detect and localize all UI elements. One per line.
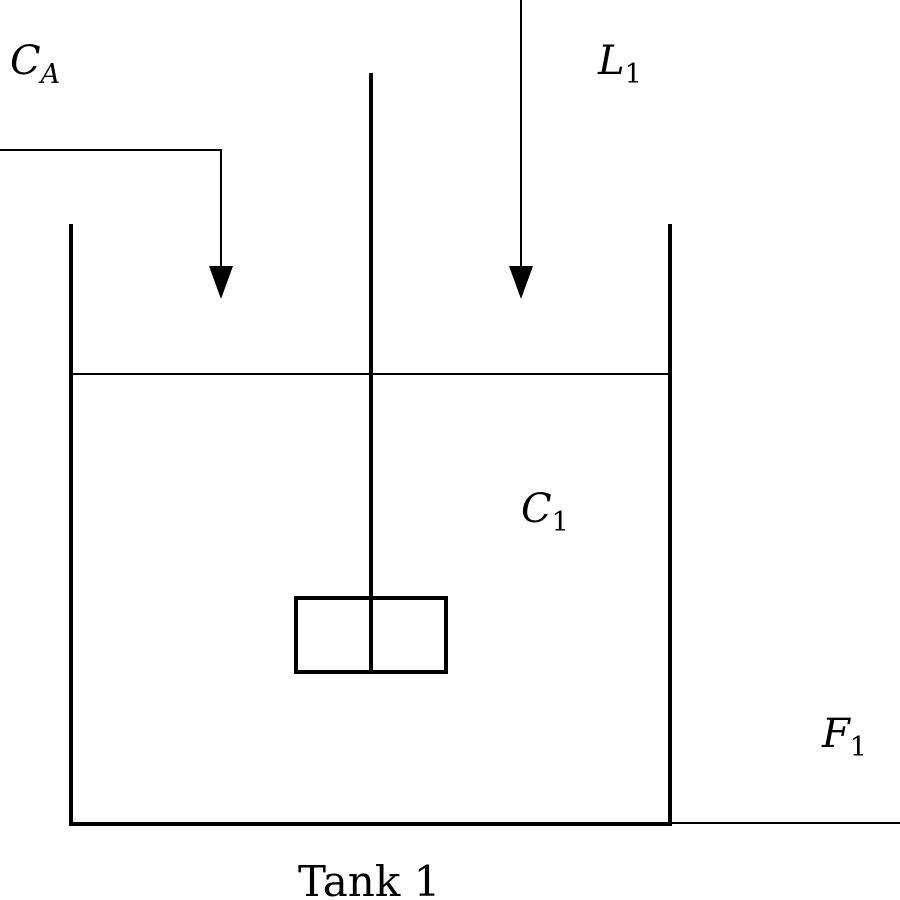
arrow-down-icon bbox=[209, 266, 233, 299]
label-feed-flow: L1 bbox=[597, 38, 642, 90]
label-outlet-flow: F1 bbox=[821, 711, 867, 763]
label-tank-concentration: C1 bbox=[521, 486, 569, 538]
arrow-down-icon bbox=[509, 266, 533, 299]
tank-walls bbox=[69, 224, 672, 826]
impeller-blade bbox=[294, 596, 448, 674]
label-tank-name: Tank 1 bbox=[298, 857, 440, 900]
agitator bbox=[294, 73, 448, 674]
label-feed-concentration: CA bbox=[10, 38, 60, 90]
feed-pipe-ca bbox=[0, 149, 222, 272]
feed-inlet-l1 bbox=[509, 0, 533, 299]
feed-inlet-ca bbox=[0, 149, 233, 299]
